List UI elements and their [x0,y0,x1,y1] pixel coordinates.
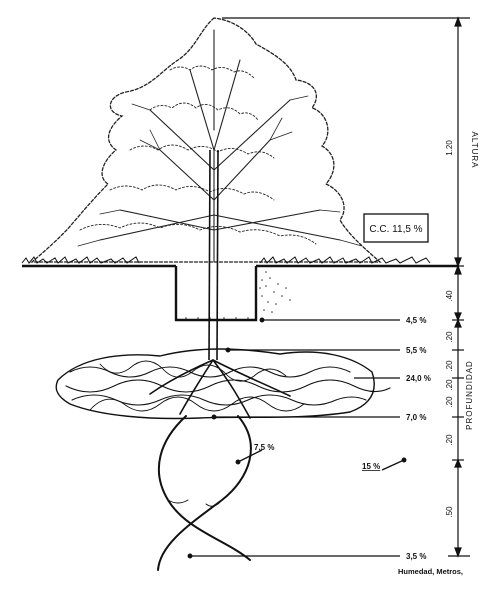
tap-root-left [157,415,251,561]
moisture-label-7-0: 7,0 % [406,413,426,422]
ground [21,256,458,322]
moisture-label-5-5: 5,5 % [406,346,426,355]
moisture-label-4-5: 4,5 % [406,316,426,325]
tap-root-right [157,415,252,571]
axis-label-altura: ALTURA [470,132,479,169]
moisture-leaders [187,317,407,559]
dim-d7: .50 [445,506,454,518]
field-capacity-label: C.C. 11,5 % [369,224,422,235]
trunk [208,149,219,361]
moisture-label-15: 15 % [362,462,380,471]
dim-d5: .20 [445,396,454,408]
dim-d1: .40 [445,290,454,302]
tree-crown [30,17,382,263]
dim-height: 1.20 [445,140,454,156]
trench [174,266,258,322]
axis-label-profundidad: PROFUNDIDAD [465,360,474,430]
footer-caption: Humedad, Metros, [398,567,463,576]
dim-d3: .20 [445,360,454,372]
soil-stipple [259,271,291,313]
field-capacity-box: C.C. 11,5 % [363,213,429,243]
crown-outline [30,17,382,263]
moisture-label-3-5: 3,5 % [406,552,426,561]
dim-d4: .20 [445,379,454,391]
root-mass [55,348,391,420]
dim-d6: .20 [445,434,454,446]
tap-roots [157,415,252,571]
branches [99,29,341,263]
grass [21,256,431,264]
moisture-label-7-5: 7,5 % [254,443,274,452]
dim-d2: .20 [445,331,454,343]
moisture-label-24-0: 24,0 % [406,374,431,383]
dimension-line [222,16,470,558]
